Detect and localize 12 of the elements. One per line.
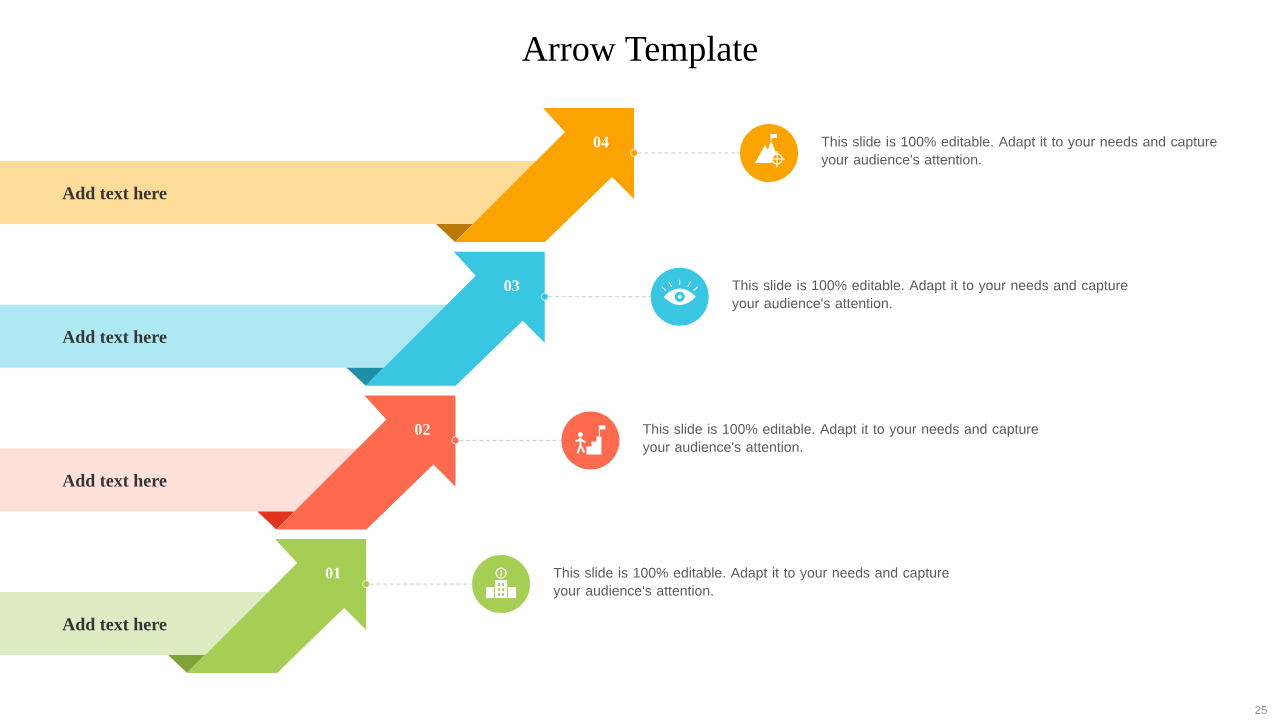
text-band: Add text here xyxy=(0,161,540,224)
description: This slide is 100% editable. Adapt it to your needs and capture your audience's attention. xyxy=(553,567,949,599)
description: This slide is 100% editable. Adapt it to your needs and capture your audience's attention. xyxy=(642,423,1039,455)
icon-circle xyxy=(561,411,620,470)
description: This slide is 100% editable. Adapt it to your needs and capture your audience's attention. xyxy=(821,136,1217,168)
page-number: 25 xyxy=(1255,706,1267,714)
text-band: Add text here xyxy=(0,304,451,368)
title: Arrow Template xyxy=(522,35,757,69)
text-band: Add text here xyxy=(0,448,362,512)
leader-line xyxy=(458,439,562,441)
leader-line xyxy=(547,296,651,298)
description: This slide is 100% editable. Adapt it to your needs and capture your audience's attention. xyxy=(732,279,1128,311)
